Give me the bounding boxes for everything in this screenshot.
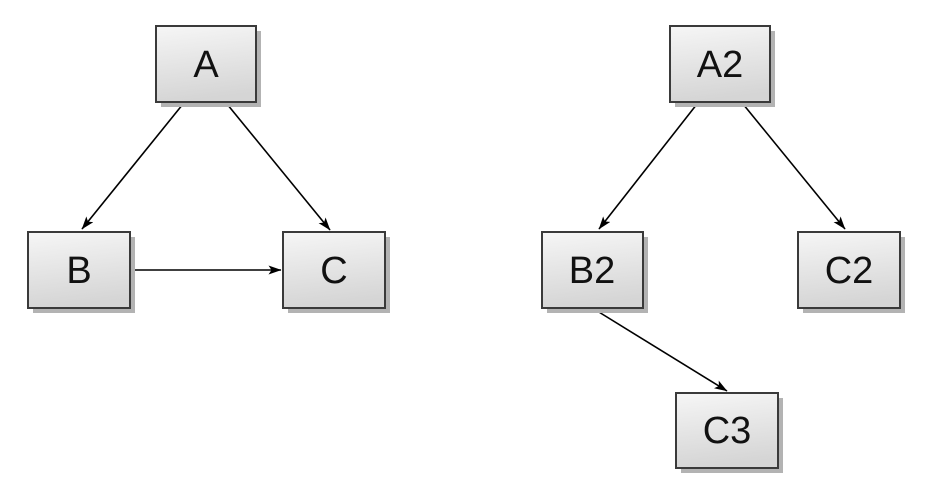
node-C-box bbox=[282, 231, 386, 309]
edge-A2-C2 bbox=[742, 103, 846, 230]
node-C2: C2 bbox=[797, 231, 905, 313]
node-B-label: B bbox=[66, 250, 91, 292]
edge-A-B bbox=[81, 103, 184, 230]
node-A2-box bbox=[669, 25, 771, 103]
node-B: B bbox=[27, 231, 135, 313]
left-graph: A B C bbox=[27, 25, 390, 313]
node-C3-box bbox=[675, 392, 779, 469]
node-C3: C3 bbox=[675, 392, 783, 473]
node-B2-label: B2 bbox=[569, 250, 615, 292]
node-C: C bbox=[282, 231, 390, 313]
node-A-label: A bbox=[193, 44, 219, 86]
node-C3-label: C3 bbox=[703, 410, 752, 452]
edge-A-C bbox=[226, 103, 331, 231]
node-C2-label: C2 bbox=[825, 250, 874, 292]
edge-B2-C3 bbox=[593, 308, 728, 392]
node-C2-box bbox=[797, 231, 901, 309]
node-A: A bbox=[155, 25, 261, 107]
node-B2: B2 bbox=[541, 231, 648, 313]
node-A-box bbox=[155, 25, 257, 103]
node-A2: A2 bbox=[669, 25, 775, 107]
node-B2-box bbox=[541, 231, 644, 309]
right-graph: A2 B2 C2 C3 bbox=[541, 25, 905, 473]
node-B-box bbox=[27, 231, 131, 309]
node-C-label: C bbox=[320, 250, 347, 292]
edge-A2-B2 bbox=[598, 103, 698, 230]
node-A2-label: A2 bbox=[697, 44, 743, 86]
